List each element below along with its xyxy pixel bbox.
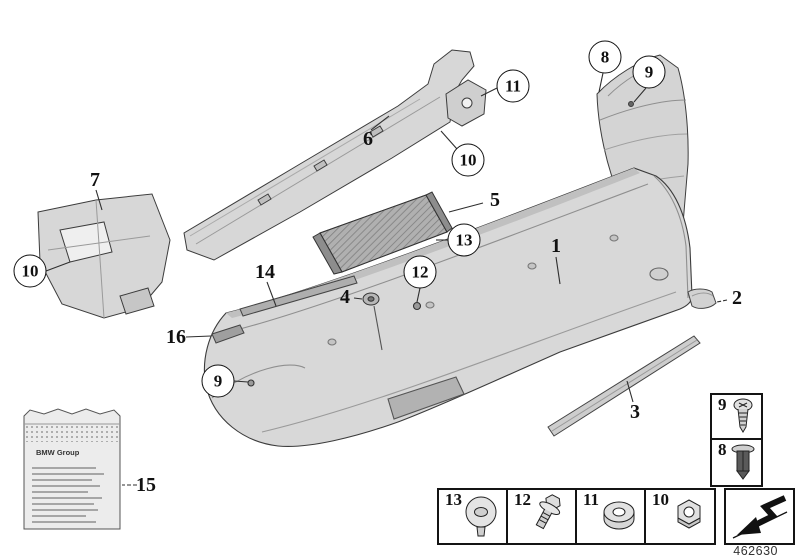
callout-16[interactable]: 16 — [166, 326, 186, 348]
part-15-adhesive-kit-bag — [23, 408, 121, 530]
legend-number: 11 — [583, 490, 600, 509]
part-2-cover-cap — [687, 288, 717, 309]
hex-nut-icon — [677, 499, 701, 529]
callout-9[interactable]: 9 — [201, 364, 235, 398]
callout-7[interactable]: 7 — [90, 169, 100, 191]
part-3-lower-strip — [547, 335, 701, 437]
grommet-icon — [603, 501, 635, 530]
callout-5[interactable]: 5 — [490, 189, 500, 211]
callout-10[interactable]: 10 — [13, 254, 47, 288]
part-16-corner-strip — [211, 324, 245, 344]
legend-item-11[interactable]: 11 — [575, 488, 646, 545]
callout-9[interactable]: 9 — [632, 55, 666, 89]
legend-number: 9 — [718, 395, 727, 414]
expansion-rivet-icon — [731, 444, 755, 480]
callout-14[interactable]: 14 — [255, 261, 275, 283]
part-4-grommet — [362, 292, 380, 306]
callout-12[interactable]: 12 — [403, 255, 437, 289]
legend-item-10[interactable]: 10 — [644, 488, 716, 545]
callout-2[interactable]: 2 — [732, 287, 742, 309]
legend-item-8[interactable]: 8 — [710, 438, 763, 487]
legend-item-13[interactable]: 13 — [437, 488, 508, 545]
callout-3[interactable]: 3 — [630, 401, 640, 423]
callout-6[interactable]: 6 — [363, 128, 373, 150]
callout-4[interactable]: 4 — [340, 286, 350, 308]
legend-item-12[interactable]: 12 — [506, 488, 577, 545]
legend-number: 8 — [718, 440, 727, 459]
callout-11[interactable]: 11 — [496, 69, 530, 103]
callout-10[interactable]: 10 — [451, 143, 485, 177]
legend-direction-box[interactable] — [724, 488, 795, 545]
leader-lines — [45, 72, 728, 486]
callout-1[interactable]: 1 — [551, 235, 561, 257]
callout-15[interactable]: 15 — [136, 474, 156, 496]
legend-item-9[interactable]: 9 — [710, 393, 763, 440]
part-5-impact-absorber — [312, 191, 453, 275]
legend-number: 13 — [445, 490, 462, 509]
part-7-side-bracket-left — [37, 193, 171, 319]
bag-brand-text: BMW Group — [36, 448, 80, 457]
part-11-bracket — [445, 79, 487, 127]
push-rivet-icon — [465, 496, 497, 537]
legend-number: 10 — [652, 490, 669, 509]
callout-13[interactable]: 13 — [447, 223, 481, 257]
callout-8[interactable]: 8 — [588, 40, 622, 74]
hex-screw-icon — [535, 494, 561, 530]
legend-number: 12 — [514, 490, 531, 509]
screw-icon — [733, 398, 753, 433]
part-14-edge-strip — [239, 275, 358, 317]
part-6-upper-carrier — [183, 49, 475, 261]
rear-direction-arrow-icon — [732, 495, 787, 539]
diagram-number: 462630 — [733, 544, 778, 558]
